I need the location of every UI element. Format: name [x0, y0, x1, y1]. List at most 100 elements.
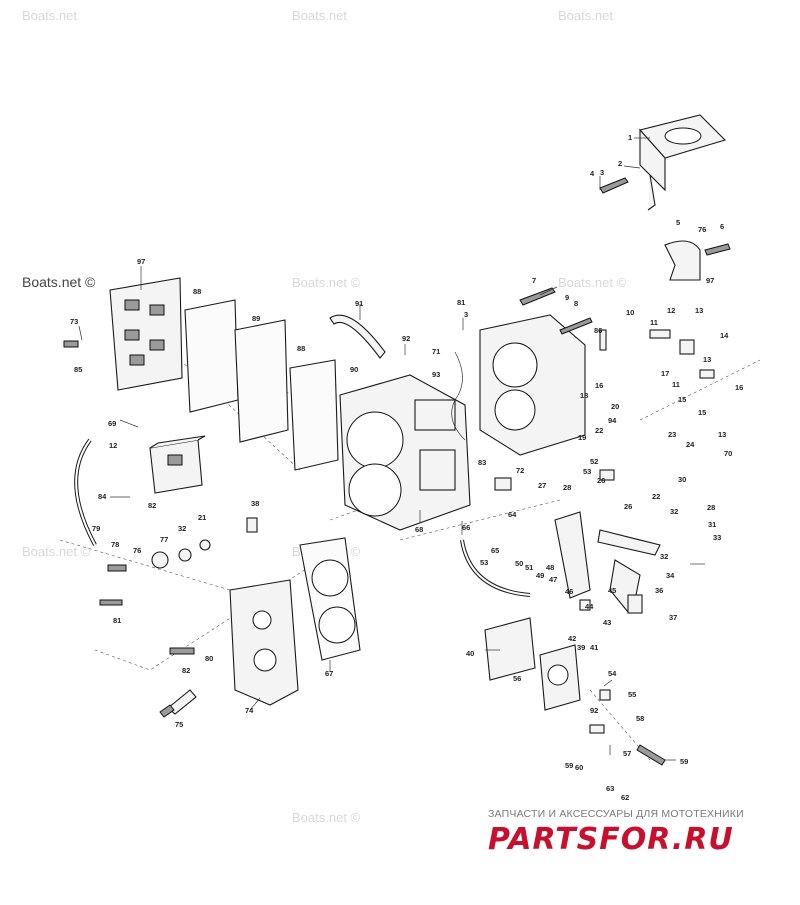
part-head-gasket [299, 537, 361, 661]
part-label: 74 [245, 706, 254, 715]
part-label: 89 [252, 314, 260, 323]
part-spark-plug [159, 689, 197, 718]
part-label: 13 [703, 355, 711, 364]
part-label: 43 [603, 618, 611, 627]
part-label: 65 [491, 546, 499, 555]
part-label: 41 [590, 643, 598, 652]
part-label: 28 [563, 483, 571, 492]
part-carburetor [484, 617, 581, 711]
part-label: 10 [626, 308, 634, 317]
part-label: 22 [595, 426, 603, 435]
watermark: Boats.net © [292, 810, 361, 825]
part-label: 30 [678, 475, 686, 484]
part-label: 44 [585, 602, 594, 611]
part-label: 32 [670, 507, 678, 516]
part-label: 78 [111, 540, 119, 549]
brand-logo-text: PARTSFOR.RU [488, 822, 734, 857]
part-label: 7 [532, 276, 536, 285]
part-label: 77 [160, 535, 168, 544]
part-label: 19 [578, 433, 586, 442]
part-label: 92 [590, 706, 598, 715]
part-label: 33 [713, 533, 721, 542]
part-label: 34 [666, 571, 675, 580]
part-label: 20 [611, 402, 619, 411]
part-label: 12 [667, 306, 675, 315]
part-labels: 1 2 3 4 5 76 6 97 97 73 85 88 89 91 92 9… [70, 133, 743, 802]
part-label: 68 [415, 525, 423, 534]
part-label: 18 [580, 391, 588, 400]
part-fasteners [63, 329, 715, 734]
part-label: 94 [608, 416, 617, 425]
part-label: 81 [457, 298, 465, 307]
part-cover-bracket [599, 114, 727, 211]
watermark: Boats.net © [558, 275, 627, 290]
part-label: 93 [432, 370, 440, 379]
part-label: 66 [462, 523, 470, 532]
part-label: 36 [655, 586, 663, 595]
part-label: 8 [574, 299, 578, 308]
part-label: 21 [198, 513, 206, 522]
part-label: 70 [724, 449, 732, 458]
part-label: 2 [618, 159, 622, 168]
part-label: 16 [735, 383, 743, 392]
watermark: Boats.net © [292, 275, 361, 290]
part-label: 17 [661, 369, 669, 378]
part-wire [451, 351, 466, 441]
part-label: 67 [325, 669, 333, 678]
watermark: Boats.net © [22, 544, 91, 559]
part-label: 53 [583, 467, 591, 476]
part-label: 4 [590, 169, 595, 178]
part-small-bracket [664, 240, 731, 281]
part-label: 23 [668, 430, 676, 439]
part-label: 91 [355, 299, 363, 308]
part-label: 62 [621, 793, 629, 802]
part-label: 39 [577, 643, 585, 652]
brand-subtitle: ЗАПЧАСТИ И АКСЕССУАРЫ ДЛЯ МОТОТЕХНИКИ [488, 808, 744, 820]
part-label: 26 [624, 502, 632, 511]
part-label: 13 [695, 306, 703, 315]
part-label: 13 [718, 430, 726, 439]
part-label: 73 [70, 317, 78, 326]
part-label: 81 [113, 616, 121, 625]
part-label: 79 [92, 524, 100, 533]
part-label: 42 [568, 634, 576, 643]
part-label: 56 [513, 674, 521, 683]
part-label: 54 [608, 669, 617, 678]
part-label: 27 [538, 481, 546, 490]
part-label: 6 [720, 222, 724, 231]
part-label: 5 [676, 218, 680, 227]
watermark: Boats.net © [22, 274, 96, 290]
part-label: 11 [672, 380, 680, 389]
part-label: 28 [707, 503, 715, 512]
part-label: 52 [590, 457, 598, 466]
part-gaskets [184, 299, 339, 471]
partsfor-brand-logo[interactable]: ЗАПЧАСТИ И АКСЕССУАРЫ ДЛЯ МОТОТЕХНИКИ PA… [488, 808, 788, 858]
part-label: 9 [565, 293, 569, 302]
part-label: 15 [678, 395, 686, 404]
part-label: 49 [536, 571, 544, 580]
part-label: 59 [680, 757, 688, 766]
part-label: 58 [636, 714, 644, 723]
watermark: Boats.net [22, 8, 77, 23]
part-label: 24 [686, 440, 695, 449]
part-label: 84 [98, 492, 107, 501]
part-crankcase [479, 287, 593, 456]
part-label: 82 [148, 501, 156, 510]
part-label: 97 [137, 257, 145, 266]
part-label: 16 [595, 381, 603, 390]
part-label: 11 [650, 318, 658, 327]
part-label: 3 [600, 168, 604, 177]
part-label: 69 [108, 419, 116, 428]
part-module [149, 435, 206, 494]
part-bolt [636, 744, 666, 766]
part-label: 12 [109, 441, 117, 450]
part-label: 46 [565, 587, 573, 596]
watermark: Boats.net [558, 8, 613, 23]
part-label: 47 [549, 575, 557, 584]
part-label: 45 [608, 586, 616, 595]
part-label: 3 [464, 310, 468, 319]
part-label: 55 [628, 690, 636, 699]
watermark: Boats.net [292, 8, 347, 23]
part-label: 1 [628, 133, 632, 142]
part-cylinder-block [339, 374, 471, 531]
